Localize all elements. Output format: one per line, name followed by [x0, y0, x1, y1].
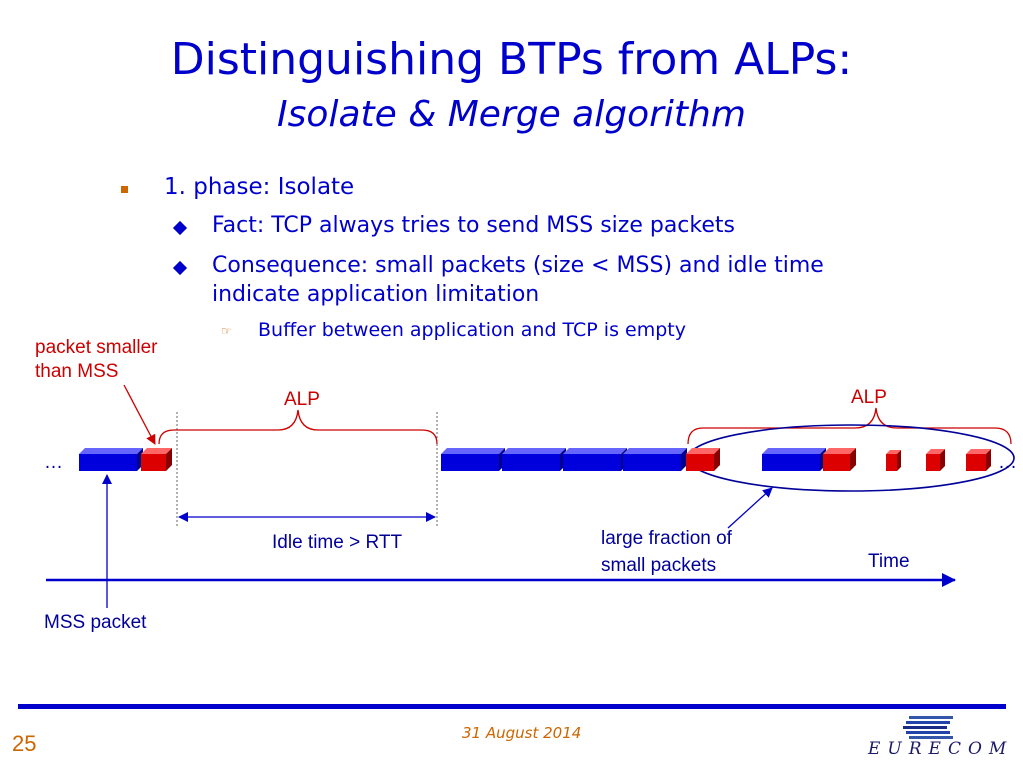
- label-ellipsis-right: …: [998, 452, 1017, 473]
- small-packet-6: [966, 449, 991, 471]
- small-packet-4: [886, 450, 901, 471]
- label-time: Time: [868, 551, 910, 572]
- label-large-fraction-line1: large fraction of: [601, 528, 732, 549]
- page-number: 25: [12, 731, 37, 756]
- page-title: Distinguishing BTPs from ALPs:: [170, 34, 853, 85]
- eurecom-logo-icon: [903, 716, 953, 739]
- arrow-large-fraction: [727, 487, 773, 529]
- alp-brace-right: [687, 407, 1012, 445]
- eurecom-logo-text: EURECOM: [868, 739, 1014, 759]
- bullet-consequence-line2: indicate application limitation: [212, 282, 540, 307]
- mss-packet-4: [563, 448, 627, 471]
- bullet-square-icon: [121, 186, 128, 193]
- label-mss-packet: MSS packet: [44, 612, 147, 633]
- footer-divider: [18, 704, 1006, 709]
- arrow-packet-smaller: [123, 384, 156, 445]
- small-packet-3: [823, 448, 856, 471]
- bullet-buffer: Buffer between application and TCP is em…: [258, 319, 686, 341]
- mss-packet-1: [79, 448, 143, 471]
- page-subtitle: Isolate & Merge algorithm: [277, 94, 746, 135]
- small-packet-1: [141, 448, 172, 471]
- small-packet-5: [926, 449, 945, 471]
- mss-packet-2: [441, 448, 505, 471]
- bullet-consequence-line1: Consequence: small packets (size < MSS) …: [212, 253, 824, 278]
- label-alp-right: ALP: [851, 387, 887, 408]
- footer-date: 31 August 2014: [462, 724, 582, 742]
- label-ellipsis-left: …: [44, 452, 63, 473]
- mss-packet-3: [502, 448, 566, 471]
- label-idle-time: Idle time > RTT: [272, 532, 403, 553]
- alp-brace-left: [158, 409, 438, 445]
- mss-packet-6: [762, 448, 826, 471]
- bullet-phase-isolate: 1. phase: Isolate: [164, 174, 355, 200]
- mss-packet-5: [623, 448, 687, 471]
- label-packet-smaller-line2: than MSS: [35, 361, 119, 382]
- label-packet-smaller-line1: packet smaller: [35, 337, 158, 358]
- small-packet-2: [686, 448, 720, 471]
- label-alp-left: ALP: [284, 389, 320, 410]
- pointing-hand-icon: ☞: [221, 324, 232, 338]
- label-large-fraction-line2: small packets: [601, 555, 717, 576]
- bullet-fact: Fact: TCP always tries to send MSS size …: [212, 213, 735, 238]
